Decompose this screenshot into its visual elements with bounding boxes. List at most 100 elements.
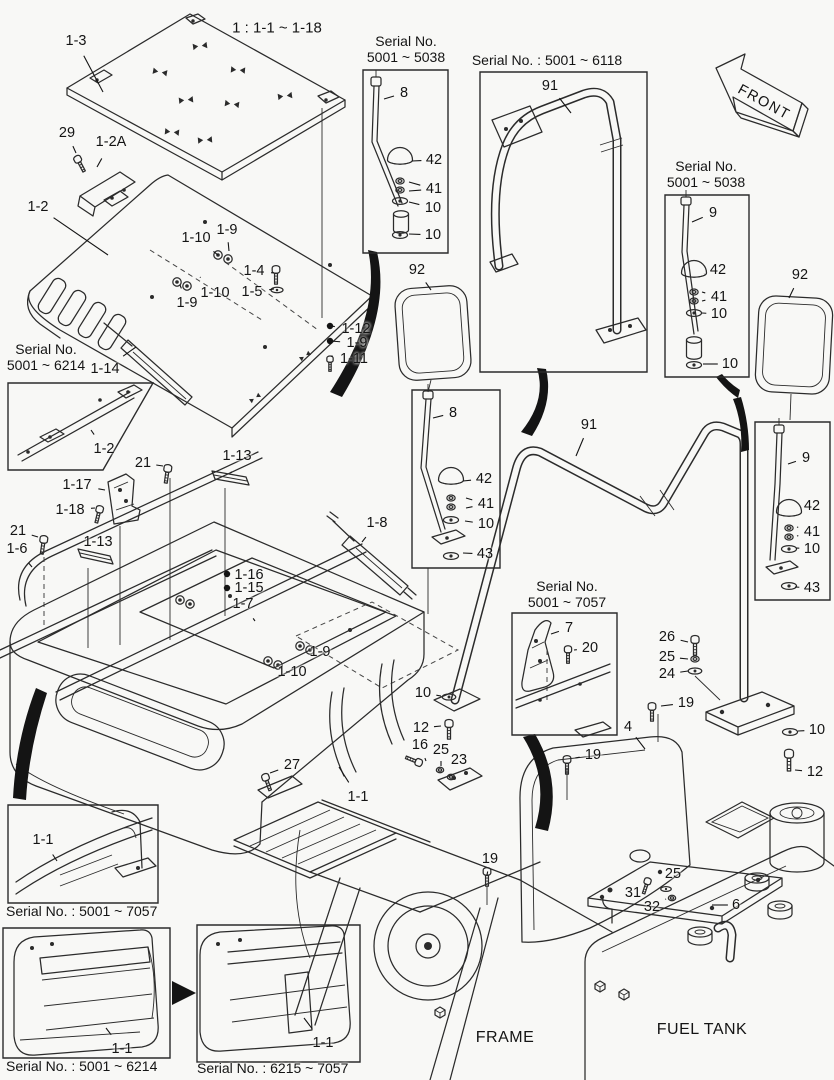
upper-frame-rails	[0, 452, 366, 700]
callout-box	[8, 805, 158, 903]
part-label: 1-2	[27, 199, 49, 215]
part-label: 12	[806, 764, 824, 780]
leader-line	[213, 251, 218, 255]
callout-strip-1-2	[18, 385, 142, 461]
leader-line	[466, 498, 472, 500]
leader-line	[339, 767, 349, 782]
leader-line	[425, 758, 426, 761]
leader-line	[636, 737, 645, 749]
part-label: 1-16	[234, 567, 264, 583]
part-label: 29	[58, 125, 76, 141]
part-label: 42	[803, 498, 821, 514]
leader-line	[409, 202, 419, 205]
serial-caption: Serial No.5001 ~ 5038	[666, 158, 746, 190]
part-label: 42	[425, 152, 443, 168]
callout-rod-8-lower	[421, 384, 465, 614]
part-label: 1-14	[90, 361, 120, 377]
part-label: 9	[708, 205, 718, 221]
part-label: 21	[9, 523, 27, 539]
serial-caption: Serial No.5001 ~ 6214	[6, 341, 86, 373]
leader-line	[156, 465, 163, 466]
hood-top-panel-1-2	[28, 108, 374, 437]
leader-line	[53, 854, 57, 861]
part-label: 41	[803, 524, 821, 540]
leader-line	[270, 770, 278, 773]
callout-box	[8, 383, 153, 470]
part-label: 10	[710, 306, 728, 322]
serial-caption: Serial No. : 5001 ~ 6118	[471, 52, 623, 68]
leader-line	[228, 242, 229, 251]
part-label: 24	[658, 666, 676, 682]
part-label: 42	[475, 471, 493, 487]
part-label: 19	[677, 695, 695, 711]
part-label: 1-3	[65, 33, 87, 49]
part-label: 41	[710, 289, 728, 305]
callout-box	[512, 613, 617, 735]
leader-line	[576, 438, 583, 456]
callout-bracket-7	[516, 621, 610, 708]
callout-handrail-91-top	[490, 92, 646, 343]
leader-line	[123, 347, 136, 356]
part-label: 10	[414, 685, 432, 701]
fastener-dot	[223, 584, 231, 592]
part-label: 1-9	[309, 644, 331, 660]
leader-line	[795, 770, 802, 771]
leader-line	[680, 671, 688, 672]
part-label: 41	[425, 181, 443, 197]
part-label: 92	[791, 267, 809, 283]
serial-caption: Serial No.5001 ~ 5038	[366, 33, 446, 65]
part-label: 10	[477, 516, 495, 532]
part-label: 41	[477, 496, 495, 512]
leader-line	[180, 285, 181, 288]
leader-line	[409, 182, 420, 185]
part-label: 25	[664, 866, 682, 882]
leader-line	[680, 658, 688, 659]
part-label: 1-7	[232, 596, 254, 612]
leader-line	[84, 56, 103, 92]
part-label: 1-13	[222, 448, 252, 464]
leader-line	[362, 537, 366, 542]
leader-line	[551, 631, 559, 634]
leader-line	[106, 1028, 111, 1035]
callout-rod-9-top	[681, 190, 708, 370]
mirror-92-right	[755, 295, 834, 420]
leader-line	[692, 217, 703, 222]
hood-body-1-1	[10, 522, 458, 854]
part-label: 19	[481, 851, 499, 867]
leader-line	[702, 292, 705, 293]
frame-structure	[234, 800, 630, 1080]
part-label: 25	[658, 649, 676, 665]
callout-box	[665, 195, 749, 377]
leader-line	[661, 705, 673, 706]
callout-hood-corner	[16, 810, 156, 894]
leader-line	[433, 415, 443, 418]
part-label: 1-1	[111, 1041, 133, 1057]
part-label: 1-5	[241, 284, 263, 300]
part-label: 19	[584, 747, 602, 763]
part-label: 1-17	[62, 477, 92, 493]
leader-line	[384, 96, 394, 99]
part-label: 20	[581, 640, 599, 656]
part-label: 1-10	[181, 230, 211, 246]
serial-caption: Serial No. : 5001 ~ 6214	[6, 1058, 158, 1074]
part-label: 1-2	[93, 441, 115, 457]
part-label: 1-6	[6, 541, 28, 557]
leader-line	[466, 507, 473, 508]
leader-line	[253, 618, 255, 621]
part-label: 23	[450, 752, 468, 768]
part-label: 9	[801, 450, 811, 466]
part-label: 26	[658, 629, 676, 645]
part-label: 43	[476, 546, 494, 562]
part-label: 10	[808, 722, 826, 738]
leader-line	[463, 480, 471, 481]
leader-line	[32, 535, 38, 537]
part-label: 1-11	[340, 351, 368, 367]
gas-spring-1-8	[327, 512, 416, 599]
callout-hood-front-b	[200, 926, 350, 1051]
leader-line	[73, 146, 76, 153]
part-label: 32	[643, 899, 661, 915]
callout-box	[480, 72, 647, 372]
leader-line	[269, 289, 274, 290]
serial-caption: Serial No.5001 ~ 7057	[527, 578, 607, 610]
part-label: 10	[803, 541, 821, 557]
